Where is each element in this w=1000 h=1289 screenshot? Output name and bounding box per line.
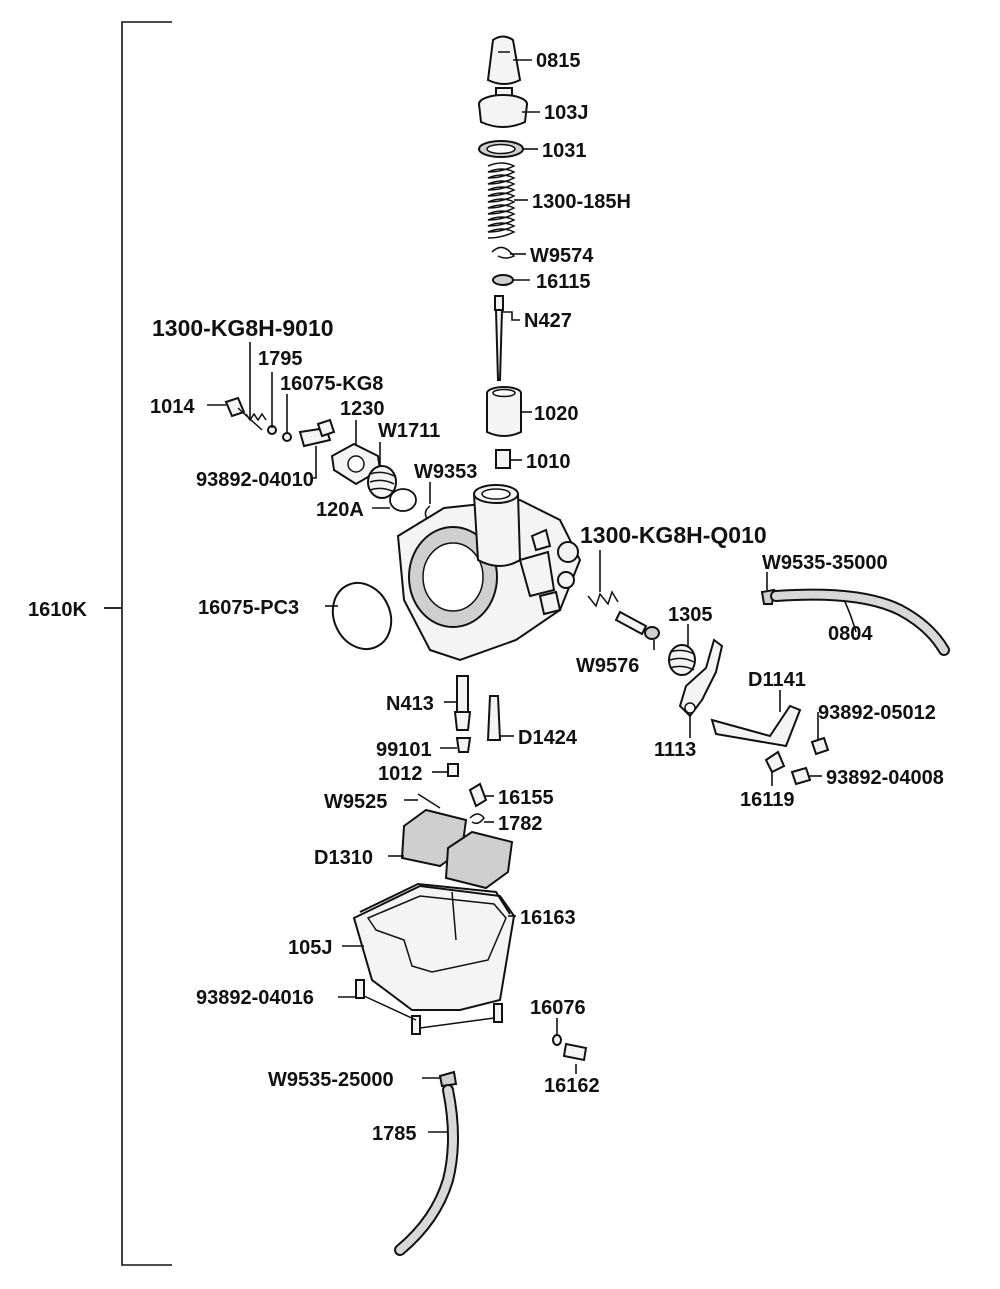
label-93892-05012: 93892-05012 bbox=[818, 702, 936, 724]
label-93892-04008: 93892-04008 bbox=[826, 767, 944, 789]
label-16162: 16162 bbox=[544, 1075, 600, 1097]
label-D1424: D1424 bbox=[518, 727, 578, 749]
label-105J: 105J bbox=[288, 937, 333, 959]
label-1300-KG8H-Q010: 1300-KG8H-Q010 bbox=[580, 522, 767, 548]
label-W1711: W1711 bbox=[378, 420, 440, 442]
label-103J: 103J bbox=[544, 102, 589, 124]
part-lever-1113 bbox=[678, 638, 724, 718]
assembly-bracket bbox=[104, 21, 172, 1266]
label-1230: 1230 bbox=[340, 398, 385, 420]
part-spring-W1711 bbox=[367, 465, 397, 499]
label-W9353: W9353 bbox=[414, 461, 477, 483]
leader-lines bbox=[104, 59, 857, 1133]
part-jet-1012 bbox=[447, 763, 459, 777]
label-N413: N413 bbox=[386, 693, 434, 715]
part-retainer-16115 bbox=[492, 274, 514, 286]
label-16155: 16155 bbox=[498, 787, 554, 809]
label-93892-04016: 93892-04016 bbox=[196, 987, 314, 1009]
part-bracket-D1141 bbox=[710, 704, 802, 748]
label-1020: 1020 bbox=[534, 403, 579, 425]
label-0804: 0804 bbox=[828, 623, 873, 645]
part-clip-W9535-25000 bbox=[438, 1070, 458, 1088]
label-W9576: W9576 bbox=[576, 655, 639, 677]
part-top-cover-103J bbox=[478, 87, 528, 128]
label-W9574: W9574 bbox=[530, 245, 594, 267]
label-1785: 1785 bbox=[372, 1123, 417, 1145]
label-16115: 16115 bbox=[536, 271, 591, 293]
label-1012: 1012 bbox=[378, 763, 423, 785]
label-1782: 1782 bbox=[498, 813, 543, 835]
part-carburetor-body bbox=[396, 484, 582, 662]
part-spring-1300-185H bbox=[487, 162, 516, 239]
part-bolt-93892-05012 bbox=[810, 736, 830, 756]
part-labels: 0815 103J 1031 1300-185H W9574 16115 N42… bbox=[28, 50, 944, 1145]
part-clip-1782 bbox=[469, 813, 485, 825]
label-120A: 120A bbox=[316, 499, 364, 521]
part-needle-jet-N413 bbox=[453, 675, 472, 731]
part-pin-W9525 bbox=[417, 793, 441, 809]
part-slide-1020 bbox=[486, 386, 522, 437]
label-1795: 1795 bbox=[258, 348, 303, 370]
label-W9535-35000: W9535-35000 bbox=[762, 552, 888, 574]
part-bolt-93892-04010 bbox=[298, 418, 336, 448]
part-hose-0804 bbox=[770, 588, 950, 656]
part-hose-1785 bbox=[394, 1084, 459, 1256]
part-gasket-16163 bbox=[359, 882, 511, 915]
label-93892-04010: 93892-04010 bbox=[196, 469, 314, 491]
part-bolts-93892-04016 bbox=[355, 979, 503, 1035]
part-bolt-93892-04008 bbox=[790, 766, 812, 786]
label-1014: 1014 bbox=[150, 396, 195, 418]
label-1300-185H: 1300-185H bbox=[532, 191, 631, 213]
part-spring-1300-KG8H-Q010 bbox=[587, 590, 619, 608]
part-jet-D1424 bbox=[486, 695, 502, 741]
part-gasket-16075-PC3 bbox=[331, 581, 393, 651]
label-1113: 1113 bbox=[654, 739, 696, 761]
label-D1310: D1310 bbox=[314, 847, 373, 869]
part-cap-0815 bbox=[486, 35, 522, 85]
part-oring-120A bbox=[389, 488, 417, 512]
label-16076: 16076 bbox=[530, 997, 586, 1019]
part-gasket-1031 bbox=[478, 140, 524, 158]
label-16163: 16163 bbox=[520, 907, 576, 929]
part-clip-W9574 bbox=[491, 246, 516, 259]
part-drain-screw-16162 bbox=[562, 1042, 588, 1062]
label-1610K: 1610K bbox=[28, 599, 87, 621]
part-needle-N427 bbox=[494, 295, 504, 381]
label-1031: 1031 bbox=[542, 140, 587, 162]
part-spring-1305 bbox=[668, 644, 696, 676]
label-16075-KG8: 16075-KG8 bbox=[280, 373, 383, 395]
label-W9525: W9525 bbox=[324, 791, 387, 813]
label-D1141: D1141 bbox=[748, 669, 806, 691]
part-float-bowl-105J bbox=[352, 884, 516, 1011]
part-plunger-W9576 bbox=[614, 610, 660, 640]
label-16119: 16119 bbox=[740, 789, 795, 811]
part-valve-16155 bbox=[468, 782, 488, 808]
part-jet-99101 bbox=[455, 737, 472, 753]
label-N427: N427 bbox=[524, 310, 572, 332]
part-screw-1014 bbox=[224, 396, 263, 431]
label-W9535-25000: W9535-25000 bbox=[268, 1069, 394, 1091]
label-16075-PC3: 16075-PC3 bbox=[198, 597, 299, 619]
part-floats-D1310 bbox=[400, 808, 514, 890]
label-99101: 99101 bbox=[376, 739, 432, 761]
label-1010: 1010 bbox=[526, 451, 571, 473]
part-oring-16075-KG8 bbox=[282, 432, 292, 442]
part-clamp-16119 bbox=[764, 750, 786, 774]
part-jet-1010 bbox=[495, 449, 511, 469]
label-1300-KG8H-9010: 1300-KG8H-9010 bbox=[152, 315, 334, 341]
part-washer-16076 bbox=[552, 1034, 562, 1046]
label-1305: 1305 bbox=[668, 604, 713, 626]
label-0815: 0815 bbox=[536, 50, 581, 72]
